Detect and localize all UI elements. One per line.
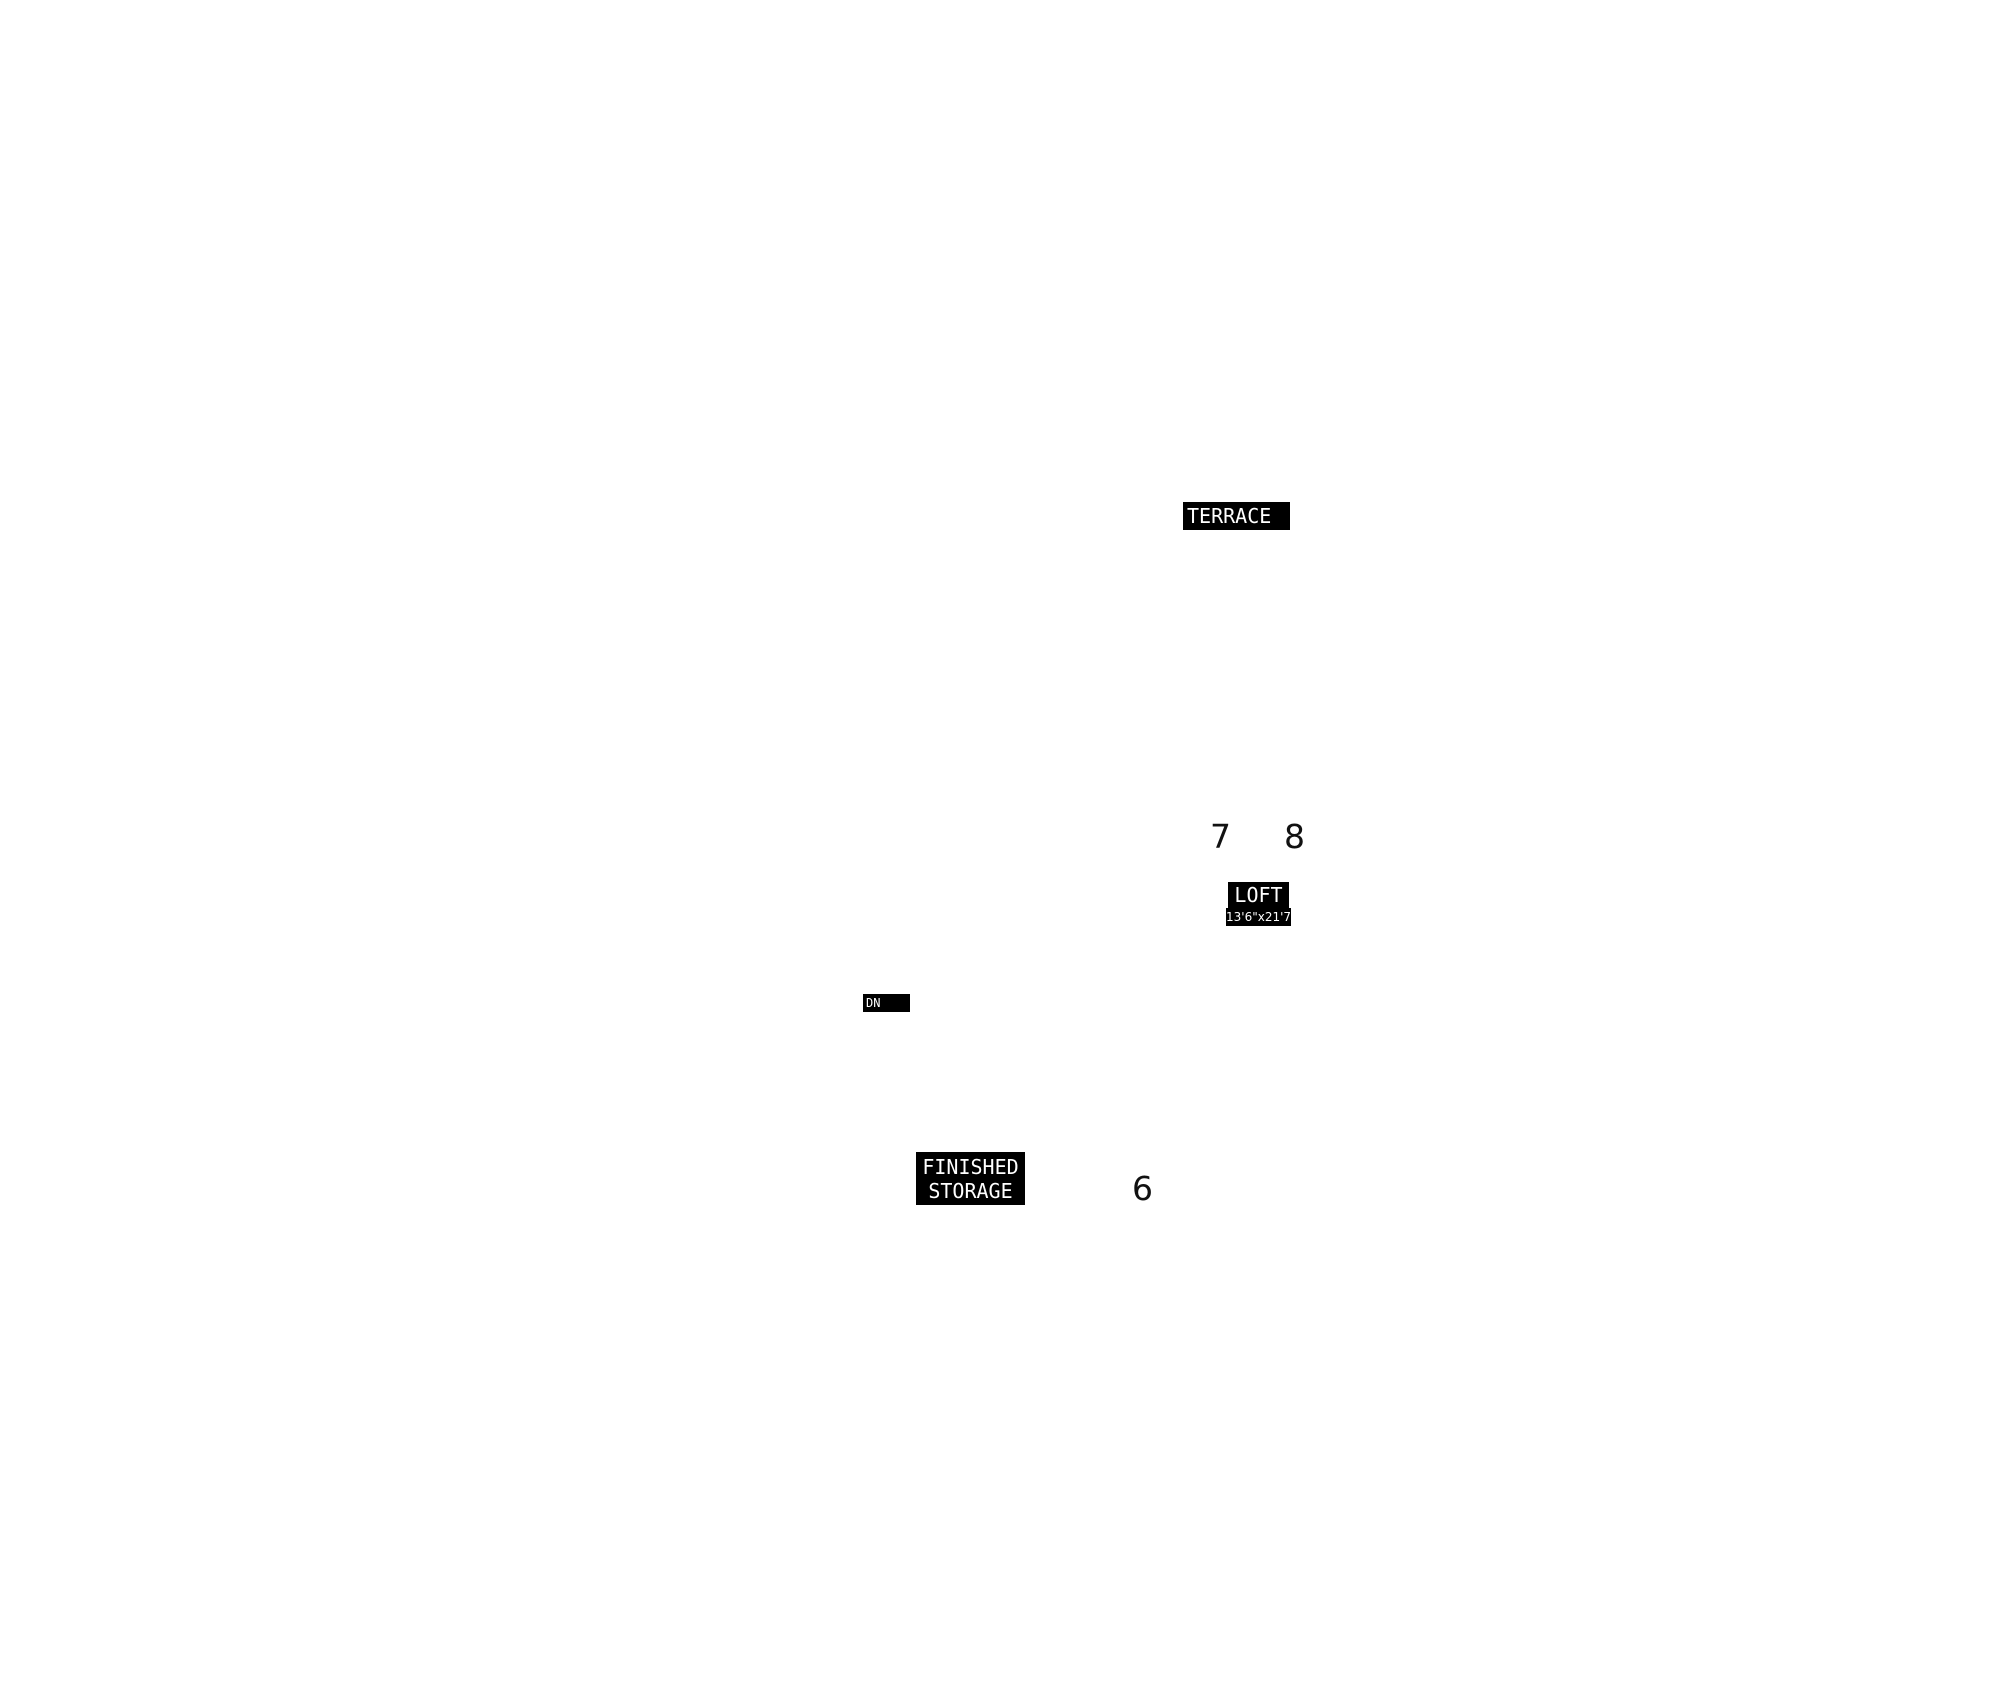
finished-storage-line-1: FINISHED (922, 1155, 1019, 1179)
finished-storage-line-2: STORAGE (928, 1179, 1013, 1203)
terrace-label: TERRACE (1183, 502, 1290, 530)
finished-storage-label: FINISHED STORAGE (916, 1152, 1025, 1205)
stairs-down-label: DN (863, 994, 910, 1012)
room-number-8: 8 (1284, 817, 1305, 856)
loft-label: LOFT (1228, 882, 1289, 908)
room-number-7: 7 (1210, 817, 1231, 856)
loft-dimensions-label: 13'6"x21'7" (1226, 908, 1297, 926)
room-number-6: 6 (1132, 1169, 1153, 1208)
